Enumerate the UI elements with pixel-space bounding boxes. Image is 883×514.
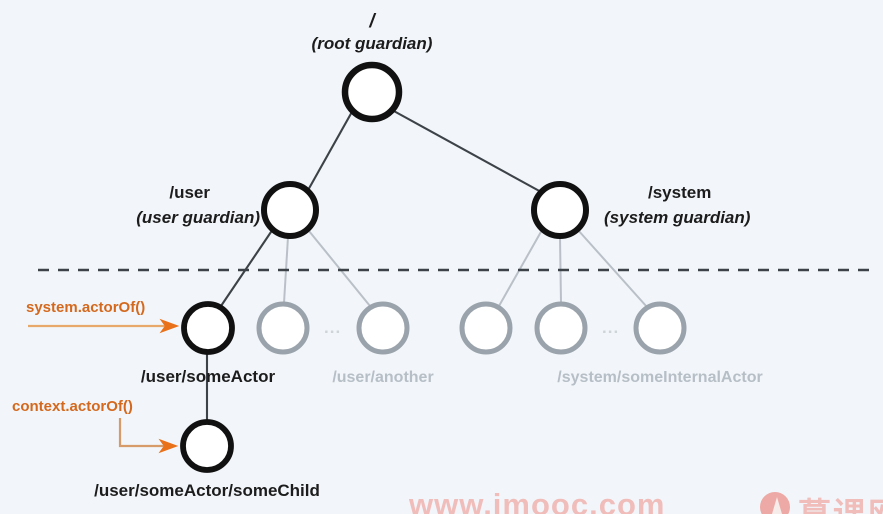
node-system-child-2[interactable] bbox=[534, 301, 588, 355]
node-user-another[interactable] bbox=[356, 301, 410, 355]
edge-group-user-children bbox=[220, 228, 371, 307]
node-user-guardian[interactable] bbox=[261, 181, 319, 239]
edge-user-guardian-to-some-actor bbox=[220, 228, 274, 307]
system-children-ellipsis: ... bbox=[602, 318, 620, 337]
edge-user-guardian-to-user-another bbox=[308, 230, 371, 307]
node-some-actor[interactable] bbox=[181, 301, 235, 355]
context-actorof-label: context.actorOf() bbox=[12, 398, 133, 415]
edge-group-system-children bbox=[498, 229, 648, 308]
system-actorof-label: system.actorOf() bbox=[26, 299, 146, 316]
node-system-guardian[interactable] bbox=[531, 181, 589, 239]
watermark-logo-icon bbox=[760, 492, 790, 514]
system-guardian-label: (system guardian) bbox=[604, 208, 751, 227]
some-child-path-label: /user/someActor/someChild bbox=[94, 481, 320, 500]
node-user-child-2[interactable] bbox=[256, 301, 310, 355]
user-another-path-label: /user/another bbox=[332, 369, 434, 386]
root-guardian-label: (root guardian) bbox=[311, 34, 433, 53]
node-root[interactable] bbox=[341, 61, 403, 123]
edge-root-to-user-guardian bbox=[306, 109, 354, 193]
edge-root-to-system-guardian bbox=[391, 109, 544, 194]
user-guardian-label: (user guardian) bbox=[136, 208, 260, 227]
root-slash-label: / bbox=[369, 11, 375, 32]
user-children-ellipsis: ... bbox=[324, 318, 342, 337]
edge-group-root bbox=[306, 109, 544, 194]
edge-system-guardian-to-child-1 bbox=[498, 229, 543, 307]
node-some-child[interactable] bbox=[180, 419, 234, 473]
some-actor-path-label: /user/someActor bbox=[140, 367, 276, 386]
watermark-url: www.imooc.com bbox=[409, 487, 666, 514]
node-group bbox=[180, 61, 687, 473]
node-system-internal[interactable] bbox=[633, 301, 687, 355]
system-path-label: /system bbox=[648, 183, 712, 202]
user-path-label: /user bbox=[169, 183, 210, 202]
watermark-brand: 慕课网 bbox=[798, 488, 883, 514]
context-actorof-arrow bbox=[118, 418, 179, 454]
node-system-child-1[interactable] bbox=[459, 301, 513, 355]
edge-system-guardian-to-system-internal bbox=[577, 229, 648, 308]
system-internal-path-label: /system/someInternalActor bbox=[557, 369, 763, 386]
